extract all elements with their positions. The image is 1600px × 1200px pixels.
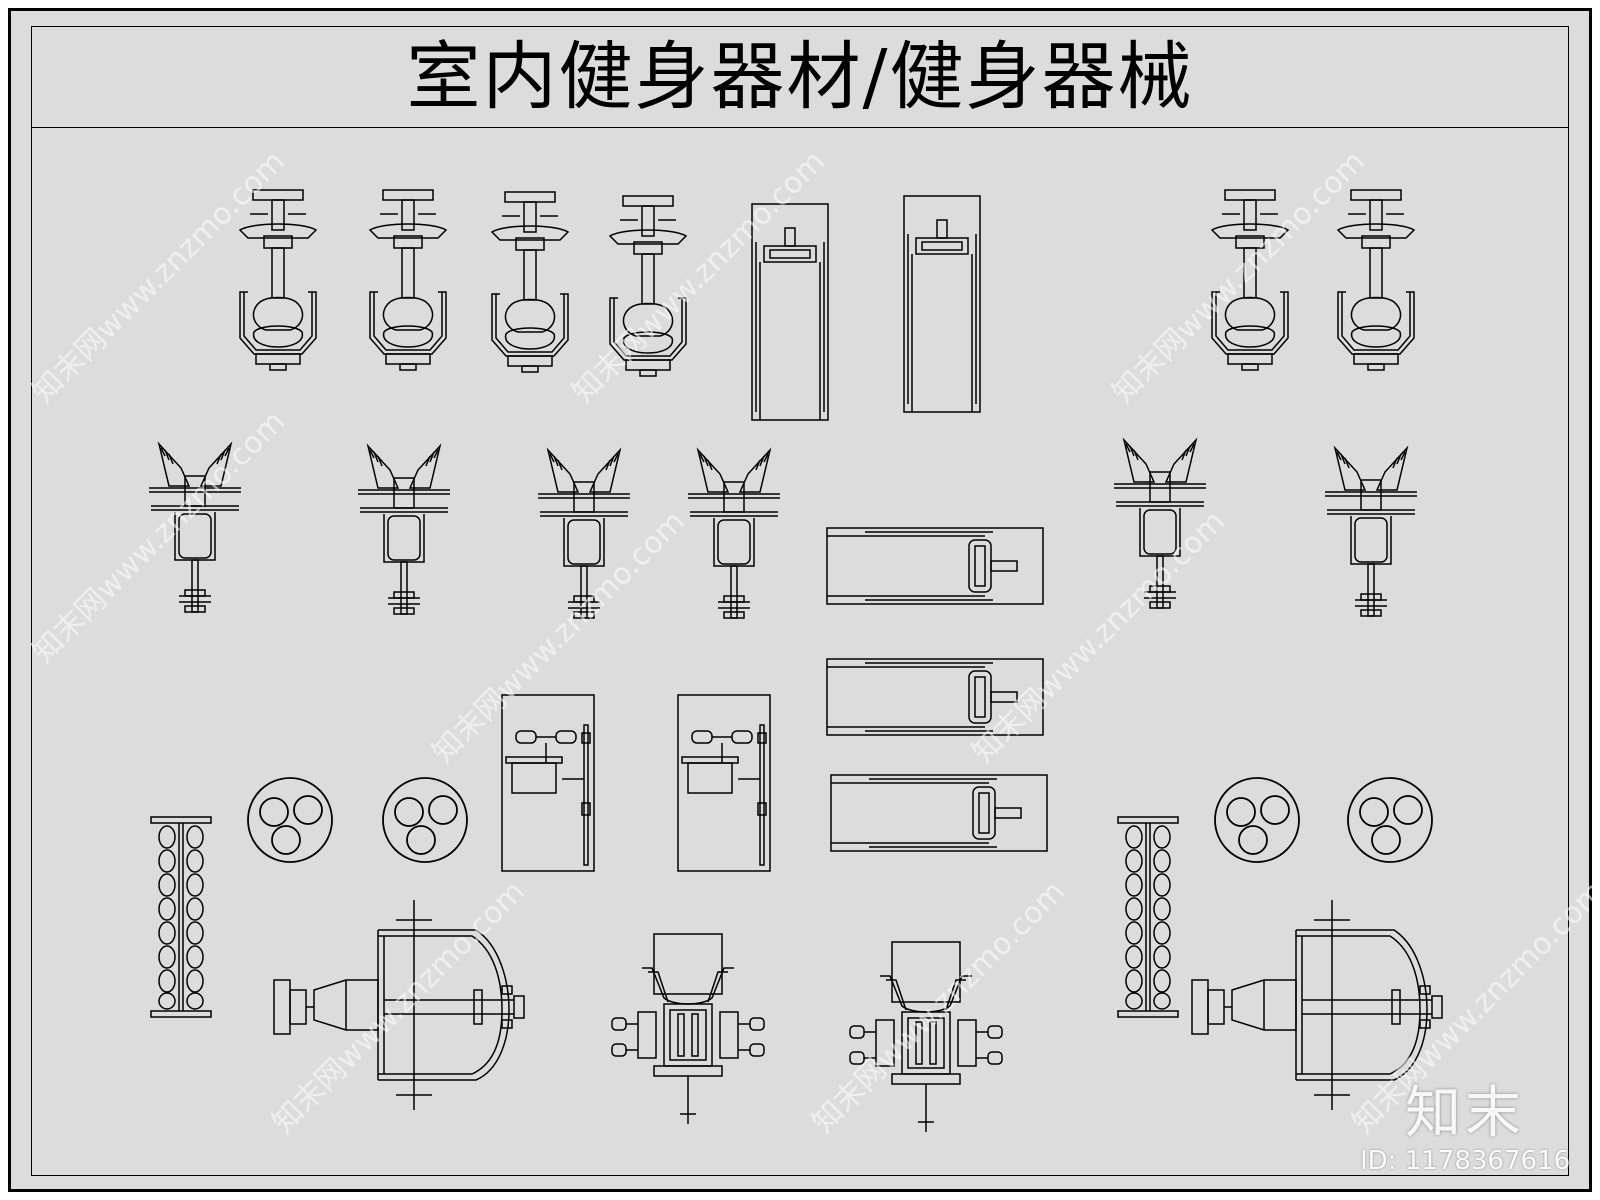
- exercise-bike-3: [491, 191, 569, 373]
- znzmo-logo: 知末: [1405, 1081, 1525, 1146]
- round-weight-table-1: [247, 777, 333, 863]
- butterfly-machine-2: [357, 445, 451, 615]
- image-id-label: ID: 1178367616: [1360, 1146, 1571, 1176]
- round-weight-table-4: [1347, 777, 1433, 863]
- leg-machine-1: [611, 933, 765, 1125]
- exercise-bike-2: [369, 189, 447, 371]
- butterfly-machine-4: [687, 449, 781, 619]
- round-weight-table-3: [1214, 777, 1300, 863]
- dumbbell-rack-1: [150, 816, 212, 1018]
- drawing-inner-frame: [31, 26, 1569, 1176]
- ab-bench-2: [677, 694, 771, 872]
- treadmill-horizontal-3: [830, 774, 1048, 852]
- dumbbell-rack-2: [1117, 816, 1179, 1018]
- page-title: 室内健身器材/健身器械: [406, 33, 1194, 120]
- exercise-bike-6: [1337, 189, 1415, 371]
- treadmill-horizontal-1: [826, 527, 1044, 605]
- title-bar: 室内健身器材/健身器械: [31, 26, 1569, 128]
- ab-bench-1: [501, 694, 595, 872]
- round-weight-table-2: [382, 777, 468, 863]
- butterfly-machine-6: [1324, 447, 1418, 617]
- exercise-bike-1: [239, 189, 317, 371]
- treadmill-vertical-2: [903, 195, 981, 413]
